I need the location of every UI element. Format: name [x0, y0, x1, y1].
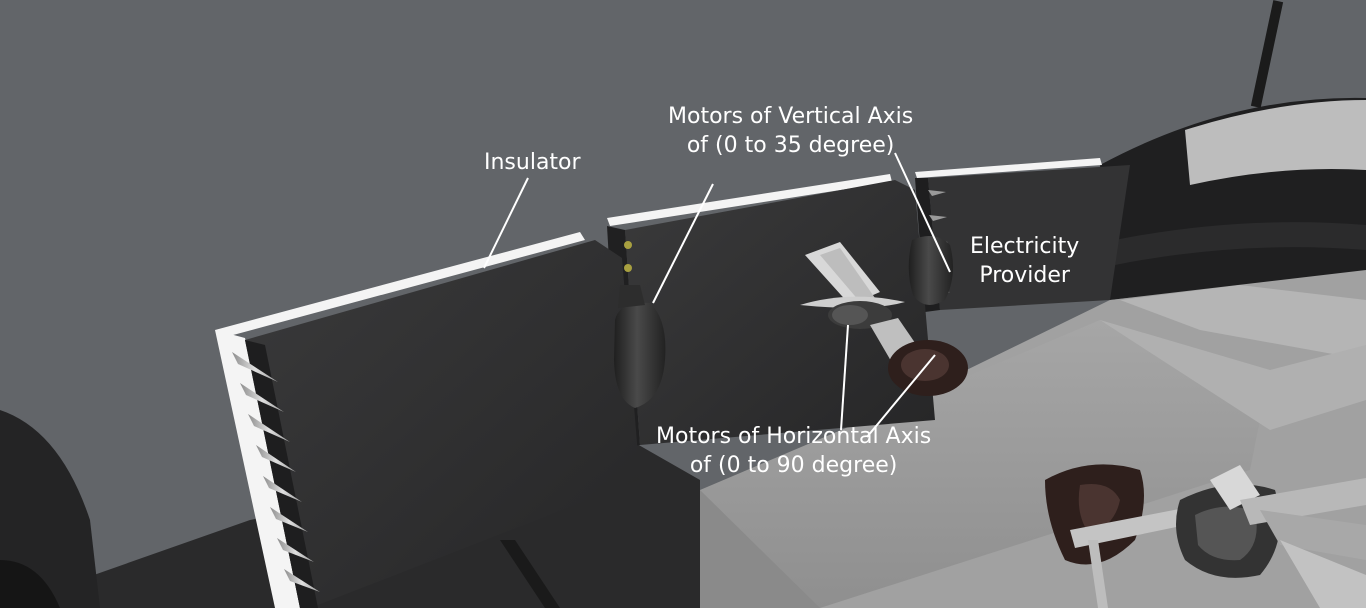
- label-electricity-provider: Electricity Provider: [970, 232, 1079, 290]
- label-insulator: Insulator: [484, 148, 581, 177]
- left-wheel: [0, 410, 100, 608]
- label-vertical-motors: Motors of Vertical Axis of (0 to 35 degr…: [668, 102, 913, 160]
- rear-drum: [1100, 0, 1366, 300]
- label-horizontal-motors: Motors of Horizontal Axis of (0 to 90 de…: [656, 422, 931, 480]
- vertical-motor-right: [909, 236, 953, 305]
